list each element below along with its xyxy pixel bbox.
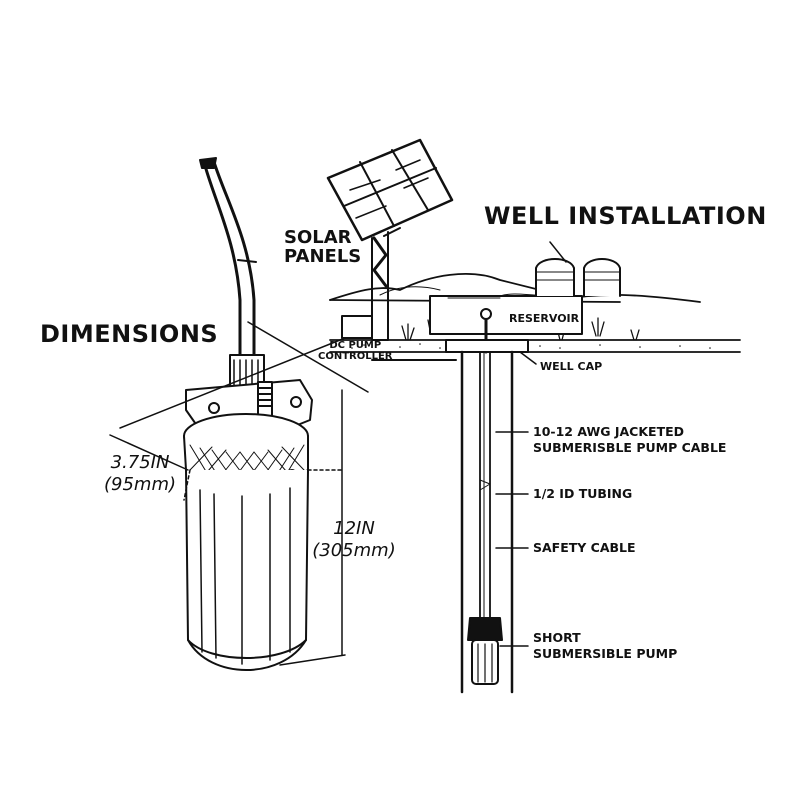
pump-cable-callout-line2: SUBMERISBLE PUMP CABLE: [533, 440, 727, 455]
height-mm-text: (305mm): [312, 540, 396, 561]
short-pump-callout-line2: SUBMERSIBLE PUMP: [533, 646, 678, 661]
pump-body: [185, 469, 309, 659]
solar-panel-array: [326, 138, 454, 341]
solar-panels-line2: PANELS: [284, 246, 362, 267]
leader-lines: [495, 241, 567, 647]
pump-illustration: [183, 157, 313, 671]
dimensions-heading: DIMENSIONS: [40, 320, 219, 348]
dc-pump-controller-label: DC PUMP CONTROLLER: [318, 340, 393, 362]
dc-pump-controller-line1: DC PUMP: [329, 340, 382, 351]
solar-panels-label: SOLAR PANELS: [284, 228, 361, 266]
well-cap: [445, 339, 529, 353]
short-pump-callout: SHORT SUBMERSIBLE PUMP: [533, 630, 677, 662]
drop-pipe-assembly: [479, 351, 491, 619]
reservoir-label: RESERVOIR: [509, 312, 580, 325]
soil-texture: [339, 343, 711, 349]
pump-mesh-screen: [189, 444, 305, 485]
height-label: 12IN (305mm): [302, 518, 406, 562]
tubing-callout: 1/2 ID TUBING: [533, 486, 632, 502]
safety-cable-callout-line1: SAFETY CABLE: [533, 540, 636, 555]
storage-tanks: [535, 258, 621, 297]
safety-cable-callout: SAFETY CABLE: [533, 540, 636, 556]
pump-cable-callout: 10-12 AWG JACKETED SUBMERISBLE PUMP CABL…: [533, 424, 726, 456]
short-pump-callout-line1: SHORT: [533, 630, 581, 645]
dc-pump-controller-line2: CONTROLLER: [318, 351, 393, 362]
reservoir-tank: [429, 291, 583, 354]
height-in-text: 12IN: [333, 518, 375, 539]
height-dimension: [247, 321, 369, 666]
diameter-mm-text: (95mm): [103, 474, 177, 495]
diameter-label: 3.75IN (95mm): [88, 452, 192, 496]
tubing-callout-line1: 1/2 ID TUBING: [533, 486, 633, 501]
grass-tufts: [401, 317, 640, 341]
solar-panels-line1: SOLAR: [284, 227, 352, 248]
pump-cable: [202, 160, 242, 362]
short-submersible-pump: [467, 617, 503, 685]
pump-cable-callout-line1: 10-12 AWG JACKETED: [533, 424, 685, 439]
diameter-in-text: 3.75IN: [110, 452, 170, 473]
well-cap-label: WELL CAP: [540, 360, 603, 373]
well-casing: [460, 350, 514, 694]
well-installation-heading: WELL INSTALLATION: [484, 202, 767, 230]
width-dimension: [109, 337, 346, 501]
dc-pump-controller-box: [341, 315, 373, 339]
